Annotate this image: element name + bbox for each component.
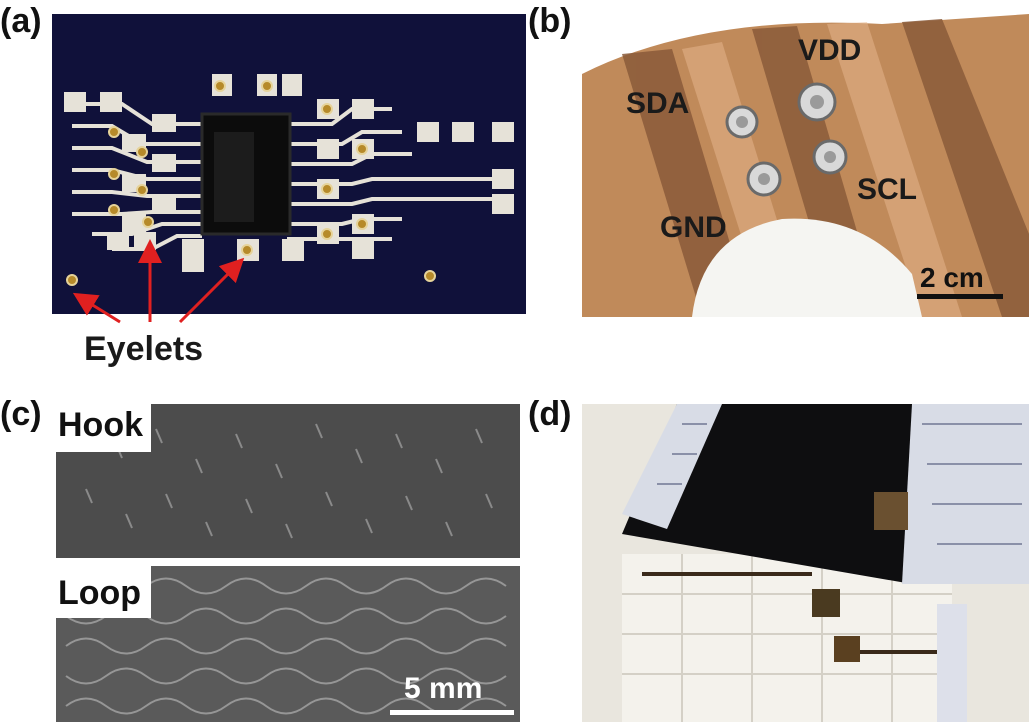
eyelets-label: Eyelets [84, 330, 204, 368]
panel-b-label: (b) [528, 2, 572, 40]
panel-b-fabric-photo [582, 14, 1029, 317]
loop-label: Loop [56, 566, 152, 618]
scale-bar-b [917, 294, 1003, 299]
hook-label: Hook [56, 404, 151, 452]
scale-bar-c [390, 710, 514, 715]
panel-a-label: (a) [0, 2, 42, 40]
pin-gnd-label: GND [660, 211, 727, 244]
pin-sda-label: SDA [626, 87, 690, 120]
pin-vdd-label: VDD [798, 34, 862, 67]
panel-c-label: (c) [0, 395, 42, 433]
scale-label-c: 5 mm [404, 672, 483, 705]
panel-d-label: (d) [528, 395, 572, 433]
scale-label-b: 2 cm [920, 262, 984, 293]
pin-scl-label: SCL [857, 173, 917, 206]
panel-a-circuit-photo [52, 14, 526, 314]
panel-d-textile-photo [582, 404, 1029, 722]
